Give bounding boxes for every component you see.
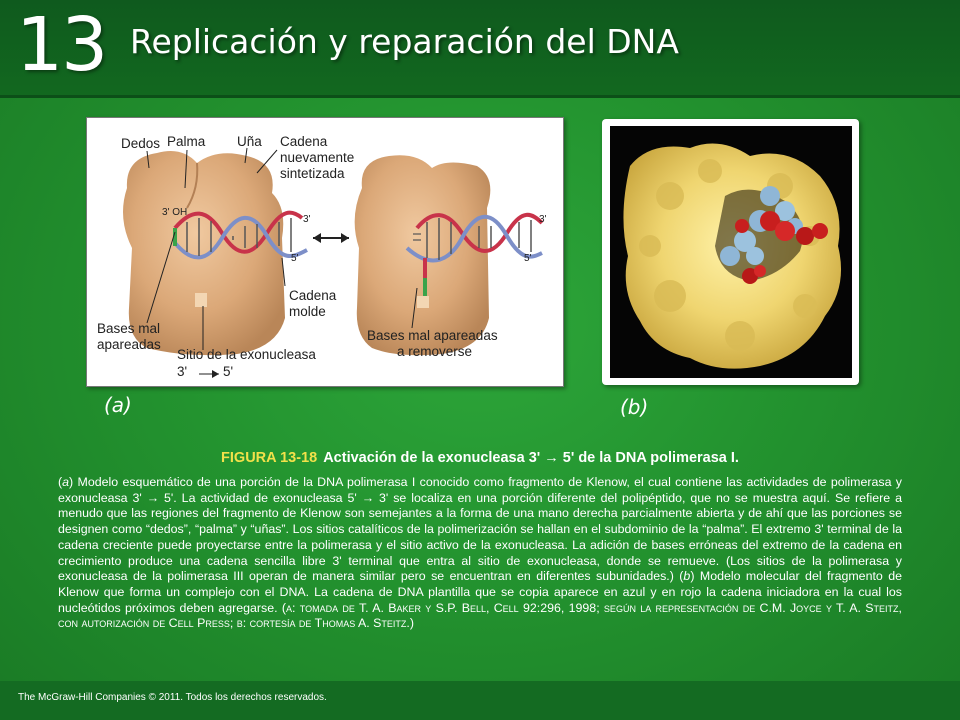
figure-b-molecular-model bbox=[602, 119, 859, 385]
label-remover-1: Bases mal apareadas bbox=[367, 328, 498, 343]
caption-close: ) bbox=[409, 616, 414, 631]
label-bases-mal-1: Bases mal bbox=[97, 321, 160, 336]
footer-bar bbox=[0, 681, 960, 720]
label-una: Uña bbox=[237, 134, 262, 149]
label-leader-lines bbox=[146, 147, 418, 375]
exonuclease-direction-arrowhead bbox=[212, 370, 219, 378]
label-sitio-exonucleasa: Sitio de la exonucleasa bbox=[177, 347, 316, 362]
panel-label-a: (a) bbox=[104, 393, 132, 417]
copyright-notice: The McGraw-Hill Companies © 2011. Todos … bbox=[18, 692, 327, 703]
label-remover-2: a removerse bbox=[397, 344, 472, 359]
label-cadena-nueva-1: Cadena bbox=[280, 134, 328, 149]
header-bar: 13 Replicación y reparación del DNA bbox=[0, 0, 960, 98]
figure-title: FIGURA 13-18 Activación de la exonucleasa… bbox=[60, 450, 900, 466]
label-right-5prime: 5' bbox=[524, 253, 532, 264]
label-cadena-molde-1: Cadena bbox=[289, 288, 337, 303]
klenow-molecular-surface bbox=[623, 143, 842, 369]
panel-label-b: (b) bbox=[620, 395, 649, 419]
caption-credits: a: tomada de T. A. Baker y S.P. Bell, Ce… bbox=[58, 600, 902, 631]
label-left-3prime: 3' bbox=[303, 214, 311, 225]
protein-left bbox=[123, 150, 285, 356]
klenow-schematic-diagram: Dedos Palma Uña Cadena nuevamente sintet… bbox=[97, 134, 547, 379]
chapter-title: Replicación y reparación del DNA bbox=[130, 22, 679, 61]
primer-strand-red bbox=[735, 211, 828, 284]
figure-a-schematic: Dedos Palma Uña Cadena nuevamente sintet… bbox=[86, 117, 564, 387]
label-right-3prime: 3' bbox=[539, 214, 547, 225]
label-bases-mal-2: apareadas bbox=[97, 337, 161, 352]
figure-title-text: Activación de la exonucleasa 3' → 5' de … bbox=[323, 450, 739, 466]
equilibrium-arrow bbox=[313, 233, 349, 243]
label-sitio-3prime: 3' bbox=[177, 364, 187, 379]
chapter-number: 13 bbox=[16, 2, 108, 88]
label-3-oh: 3' OH bbox=[162, 207, 187, 218]
protein-right bbox=[354, 155, 491, 356]
label-palma: Palma bbox=[167, 134, 206, 149]
label-cadena-nueva-2: nuevamente bbox=[280, 150, 354, 165]
figure-number: FIGURA 13-18 bbox=[221, 450, 318, 466]
caption-part-a-letter: a bbox=[62, 475, 70, 489]
molecular-model-image bbox=[610, 126, 852, 378]
caption-part-b-letter: b bbox=[683, 569, 691, 584]
dna-helix-left bbox=[173, 210, 308, 260]
caption-part-b-text: ) Modelo molecular del fragmento de Klen… bbox=[58, 569, 902, 615]
label-left-5prime: 5' bbox=[291, 253, 299, 264]
label-cadena-molde-2: molde bbox=[289, 304, 326, 319]
dna-helix-right bbox=[405, 212, 544, 296]
caption-part-a-text: Modelo esquemático de una porción de la … bbox=[58, 475, 902, 584]
label-cadena-nueva-3: sintetizada bbox=[280, 166, 345, 181]
label-dedos: Dedos bbox=[121, 136, 160, 151]
figure-caption: (a) Modelo esquemático de una porción de… bbox=[58, 475, 902, 631]
label-sitio-5prime: 5' bbox=[223, 364, 233, 379]
